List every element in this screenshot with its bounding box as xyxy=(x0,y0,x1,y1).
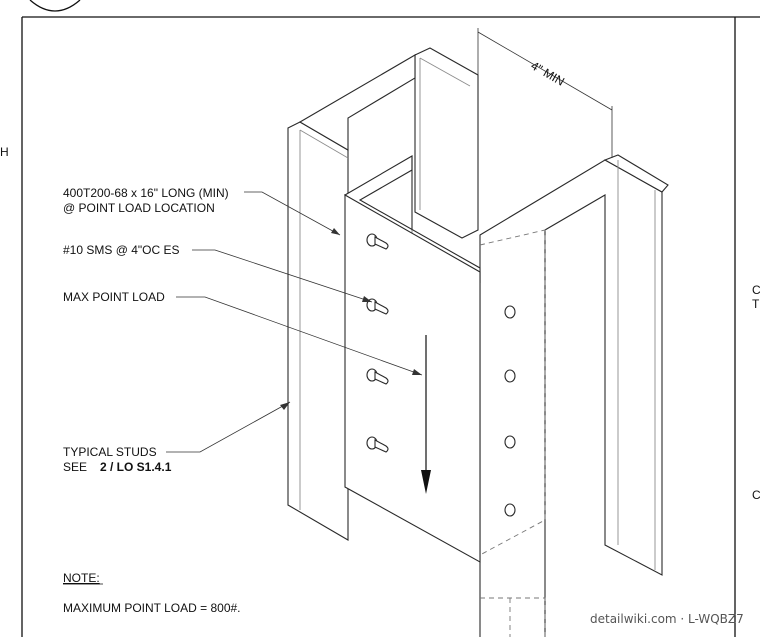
right-stud xyxy=(479,154,669,637)
hole xyxy=(504,369,516,383)
studs-see-label: SEE xyxy=(63,460,87,474)
header-plate-location-label: @ POINT LOAD LOCATION xyxy=(63,201,215,215)
right-edge-fragment-2: T xyxy=(752,297,760,311)
screw xyxy=(366,436,389,453)
studs-reference-link[interactable]: 2 / LO S1.4.1 xyxy=(100,460,172,474)
left-edge-fragment: H xyxy=(0,145,9,159)
max-load-label: MAX POINT LOAD xyxy=(63,290,165,304)
right-edge-fragment-3: C xyxy=(752,488,760,502)
title-bubble-arc xyxy=(29,0,81,12)
screw xyxy=(366,368,389,385)
hole-group xyxy=(504,305,516,517)
left-stud xyxy=(287,47,479,541)
screw xyxy=(366,233,389,250)
dimension-4in-min: 4" MIN xyxy=(477,28,613,158)
hole xyxy=(504,503,516,517)
watermark: detailwiki.com · L-WQBZ7 xyxy=(590,612,744,626)
load-arrow xyxy=(421,335,431,494)
dimension-label: 4" MIN xyxy=(529,58,567,88)
header-plate xyxy=(343,155,481,563)
leaders xyxy=(166,191,423,453)
hole xyxy=(504,305,516,319)
screw-group xyxy=(366,233,389,453)
typical-studs-label: TYPICAL STUDS xyxy=(63,445,157,459)
note-text: MAXIMUM POINT LOAD = 800#. xyxy=(63,601,241,615)
screw-spec-label: #10 SMS @ 4"OC ES xyxy=(63,243,179,257)
sheet-border xyxy=(21,0,760,637)
header-plate-label: 400T200-68 x 16" LONG (MIN) xyxy=(63,186,229,200)
hole xyxy=(504,435,516,449)
note-heading: NOTE: xyxy=(63,571,100,585)
right-edge-fragment-1: C xyxy=(752,283,760,297)
